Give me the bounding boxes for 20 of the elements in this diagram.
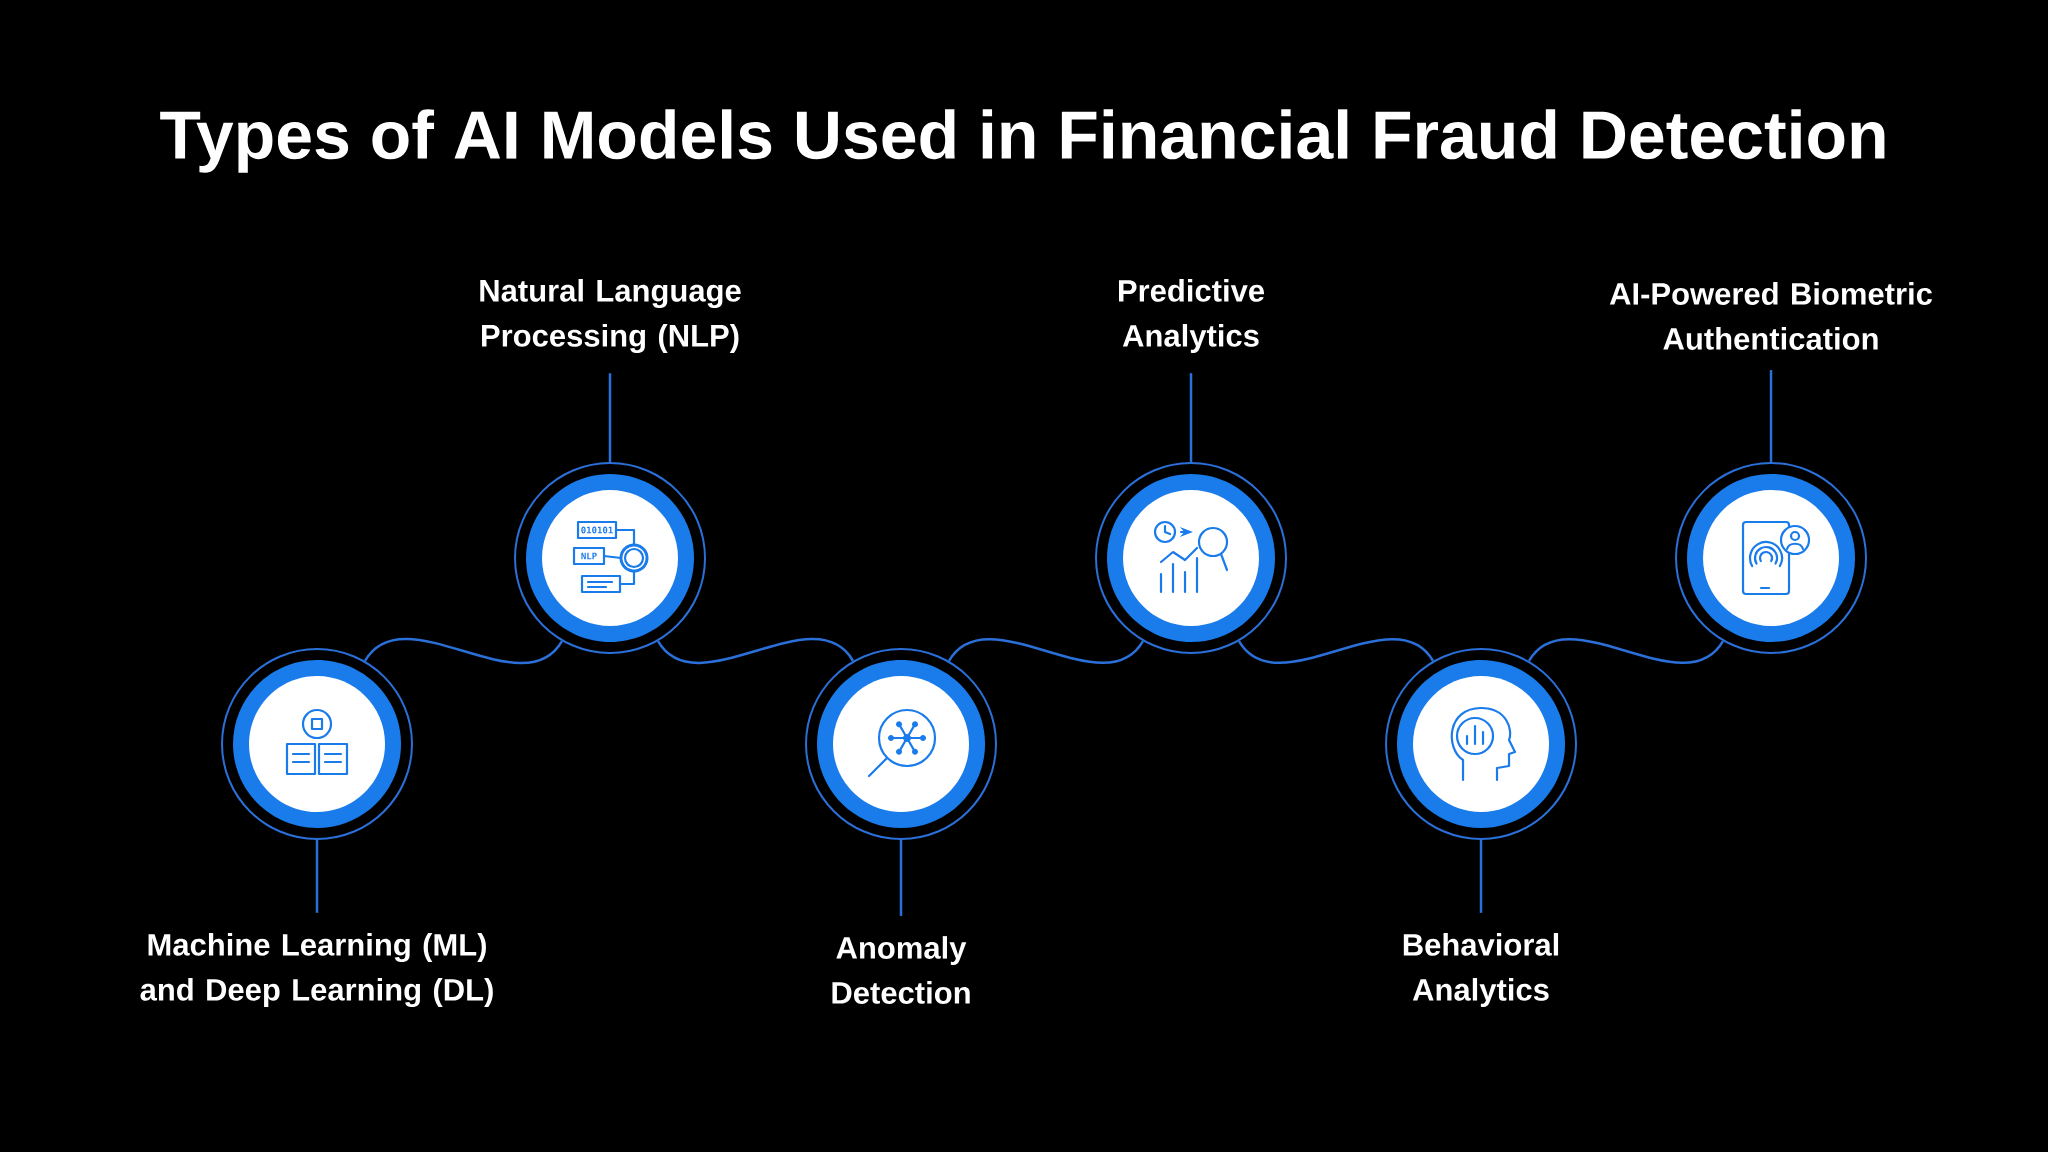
- icon-text: NLP: [581, 552, 597, 560]
- circle-badge: [514, 462, 706, 654]
- circle-badge: [1675, 462, 1867, 654]
- circle-badge: [805, 648, 997, 840]
- label: Predictive Analytics: [1119, 279, 1265, 353]
- title: Types of AI Models Used in Financial Fraud Detection: [160, 109, 1885, 173]
- label: Anomaly Detection: [832, 936, 970, 1004]
- icon-text: 010101: [581, 526, 613, 534]
- label: AI-Powered Biometric Authentication: [1609, 282, 1933, 350]
- label: Natural Language Processing (NLP): [480, 279, 741, 353]
- circle-badge: [1385, 648, 1577, 840]
- wave-connector: [1238, 638, 1434, 664]
- circle-badge: [1095, 462, 1287, 654]
- wave-connector: [1528, 638, 1724, 664]
- wave-connector: [948, 638, 1144, 664]
- wave-connector: [364, 637, 563, 665]
- label: Behavioral Analytics: [1403, 933, 1559, 1007]
- circle-badge: [221, 648, 413, 840]
- label: Machine Learning (ML) and Deep Learning (DL): [140, 933, 493, 1008]
- wave-connector: [657, 638, 854, 664]
